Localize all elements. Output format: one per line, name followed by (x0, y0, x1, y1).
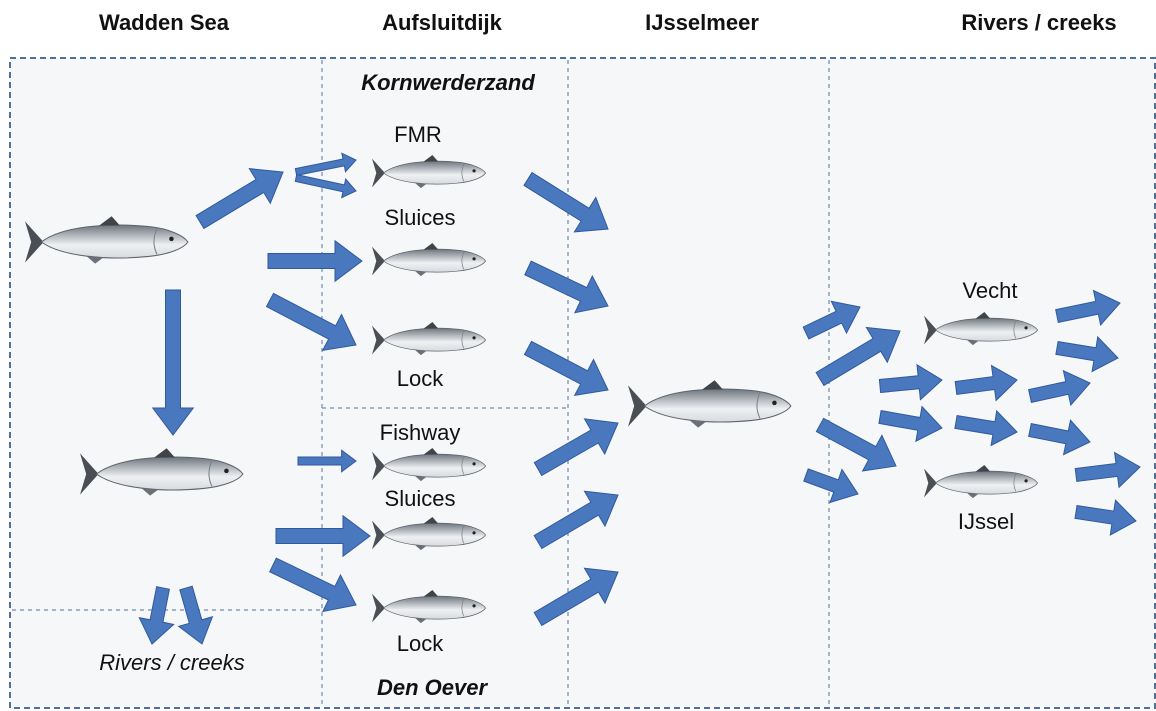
arrow-wadden-to-kornwerderzand (195, 168, 284, 230)
arrow-sluices-bottom-to-ijsselmeer (533, 490, 619, 550)
header-wadden-sea: Wadden Sea (99, 10, 229, 35)
arrow-to-sluices-top (267, 239, 363, 283)
arrow-ijssel-out-1 (1074, 451, 1141, 489)
arrow-to-rivers-left (138, 586, 175, 645)
arrow-vecht-out-1 (1055, 289, 1121, 326)
arrow-lock-top-to-ijsselmeer (523, 340, 609, 397)
arrow-ijsselmeer-out-1 (802, 300, 861, 340)
arrow-lock-bottom-to-ijsselmeer (533, 567, 619, 627)
arrow-ijsselmeer-out-2 (803, 468, 859, 504)
arrow-wadden-down (151, 289, 195, 436)
arrow-mid-bottom-2 (954, 409, 1018, 447)
arrow-to-lock-bottom (269, 557, 357, 613)
arrows (138, 152, 1141, 645)
label-lock-top: Lock (396, 366, 444, 391)
arrow-to-fmr-lower (294, 174, 357, 199)
arrow-mid-top-1 (878, 363, 943, 401)
arrow-ijssel-out-2 (1074, 499, 1137, 536)
arrow-ijsselmeer-to-ijssel (815, 417, 897, 472)
arrow-sluices-top-to-ijsselmeer (524, 260, 609, 314)
label-wadden-rivers-creeks: Rivers / creeks (99, 650, 245, 675)
arrow-mid-top-2 (954, 364, 1018, 402)
arrow-to-fmr-upper (294, 152, 357, 176)
arrow-fmr-to-ijsselmeer (523, 171, 609, 233)
arrow-to-fishway (297, 449, 357, 473)
label-lock-bottom: Lock (396, 631, 444, 656)
arrow-mid-out-1 (1028, 369, 1091, 407)
label-vecht: Vecht (962, 278, 1018, 303)
label-fishway: Fishway (379, 420, 461, 445)
header-ijsselmeer: IJsselmeer (645, 10, 759, 35)
header-afsluitdijk: Aufsluitdijk (382, 10, 502, 35)
label-sluices-bottom: Sluices (384, 486, 456, 511)
arrow-to-lock-top (265, 292, 357, 352)
arrow-to-sluices-bottom (275, 514, 371, 558)
label-fmr: FMR (394, 122, 442, 147)
label-sluices-top: Sluices (384, 205, 456, 230)
arrow-mid-out-2 (1028, 419, 1091, 456)
header-rivers-creeks: Rivers / creeks (961, 10, 1117, 35)
arrow-mid-bottom-1 (878, 405, 943, 443)
outer-border (9, 57, 1156, 709)
label-kornwerderzand: Kornwerderzand (361, 70, 535, 95)
arrow-fishway-to-ijsselmeer (533, 418, 619, 477)
arrow-vecht-out-2 (1055, 335, 1119, 373)
label-den-oever: Den Oever (376, 675, 488, 700)
arrow-to-rivers-right (177, 585, 214, 645)
arrow-ijsselmeer-to-vecht (815, 326, 901, 387)
label-ijssel: IJssel (957, 509, 1015, 534)
